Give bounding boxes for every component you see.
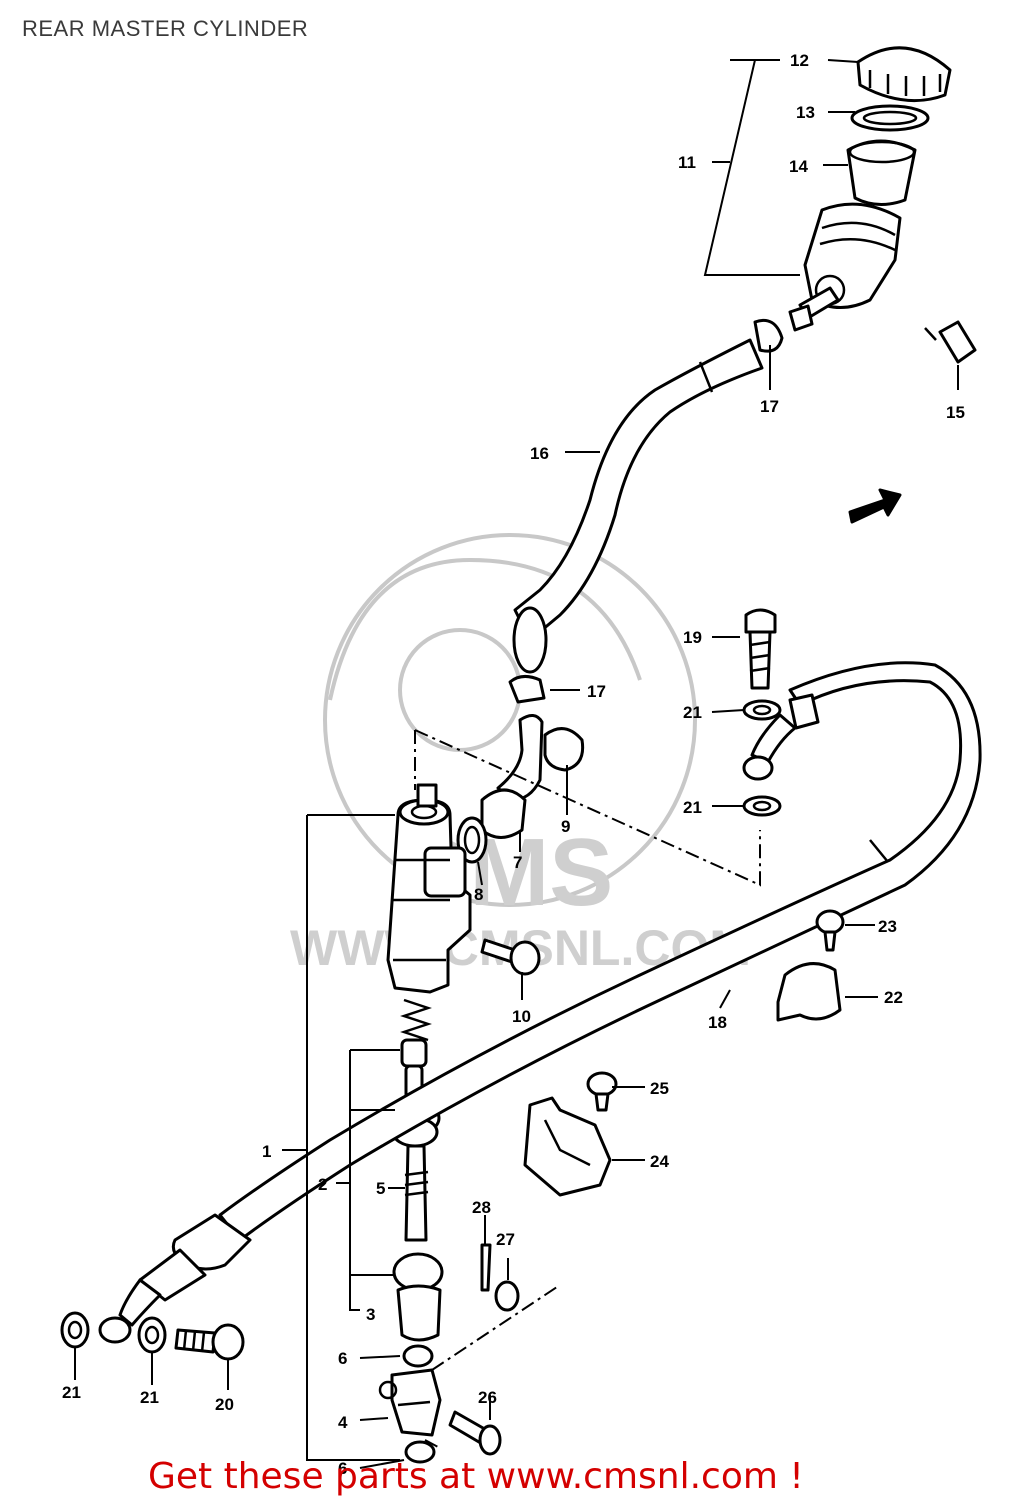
leader-lines: [74, 59, 959, 1469]
callout-1: 1: [262, 1142, 271, 1161]
reservoir-hose: [512, 338, 764, 674]
front-arrow-icon: [848, 488, 902, 524]
reservoir-bolt: [924, 320, 977, 364]
hose-clamp-upper: [753, 304, 814, 353]
washer-27: [494, 1280, 520, 1312]
banjo-bolt-lower: [174, 1323, 245, 1361]
callout-27: 27: [496, 1230, 515, 1249]
callout-28: 28: [472, 1198, 491, 1217]
callout-3: 3: [366, 1305, 375, 1324]
piston-boot: [392, 1252, 444, 1342]
cotter-pin-28: [480, 1243, 492, 1292]
elbow-fitting: [480, 788, 527, 839]
callout-22: 22: [884, 988, 903, 1007]
mounting-bolt: [480, 938, 541, 976]
master-cylinder-body: [386, 783, 472, 994]
diagram-title: REAR MASTER CYLINDER: [22, 16, 309, 41]
clevis-pin: [448, 1410, 502, 1456]
callout-15: 15: [946, 403, 965, 422]
reservoir-body: [798, 202, 902, 320]
inlet-elbow: [496, 714, 544, 802]
guide-screw: [815, 909, 845, 952]
callout-19: 19: [683, 628, 702, 647]
callout-21-mid: 21: [683, 798, 702, 817]
hose-clamp-lower: [508, 675, 546, 704]
callout-17-upper: 17: [760, 397, 779, 416]
piston-spring: [400, 998, 432, 1042]
callout-7: 7: [513, 853, 522, 872]
piston-assembly: [389, 1038, 441, 1242]
callout-2: 2: [318, 1175, 327, 1194]
footer-link[interactable]: Get these parts at www.cmsnl.com !: [148, 1456, 804, 1497]
washer-upper-bottom: [742, 795, 782, 817]
callout-24: 24: [650, 1152, 669, 1171]
push-rod-nut-upper: [402, 1344, 434, 1368]
callout-17-lower: 17: [587, 682, 606, 701]
callout-21-left: 21: [62, 1383, 81, 1402]
callout-6-lower: 6: [338, 1459, 347, 1478]
callout-6-upper: 6: [338, 1349, 347, 1368]
callout-8: 8: [474, 885, 483, 904]
elbow-clip: [543, 727, 585, 772]
callout-11: 11: [678, 153, 696, 172]
washer-lower-left: [60, 1311, 90, 1349]
callout-9: 9: [561, 817, 570, 836]
hose-guide: [776, 962, 842, 1022]
master-cylinder-bracket: [523, 1096, 612, 1197]
callout-5: 5: [376, 1179, 385, 1198]
callout-25: 25: [650, 1079, 669, 1098]
push-rod-clevis: [378, 1368, 442, 1437]
callout-21-lower: 21: [140, 1388, 159, 1407]
callout-14: 14: [789, 157, 808, 176]
callout-13: 13: [796, 103, 815, 122]
reservoir-cap: [856, 46, 952, 103]
assembly-dashed-lines: [414, 729, 761, 1449]
callout-labels: 1 2 3 4 5 6 6 7 8 9 10 11 12 13 14 15 16…: [62, 51, 965, 1478]
banjo-bolt-upper: [744, 608, 777, 690]
callout-4: 4: [338, 1413, 348, 1432]
reservoir-diaphragm-plate: [850, 104, 930, 132]
reservoir-diaphragm: [846, 139, 917, 206]
washer-upper-top: [742, 699, 782, 721]
callout-18: 18: [708, 1013, 727, 1032]
callout-20: 20: [215, 1395, 234, 1414]
bracket-screw: [586, 1071, 618, 1112]
callout-23: 23: [878, 917, 897, 936]
brake-hose: [98, 661, 982, 1344]
callout-21-upper: 21: [683, 703, 702, 722]
washer-lower-mid: [137, 1316, 167, 1354]
push-rod-nut-lower: [404, 1440, 436, 1464]
callout-10: 10: [512, 1007, 531, 1026]
callout-12: 12: [790, 51, 809, 70]
callout-16: 16: [530, 444, 549, 463]
callout-26: 26: [478, 1388, 497, 1407]
